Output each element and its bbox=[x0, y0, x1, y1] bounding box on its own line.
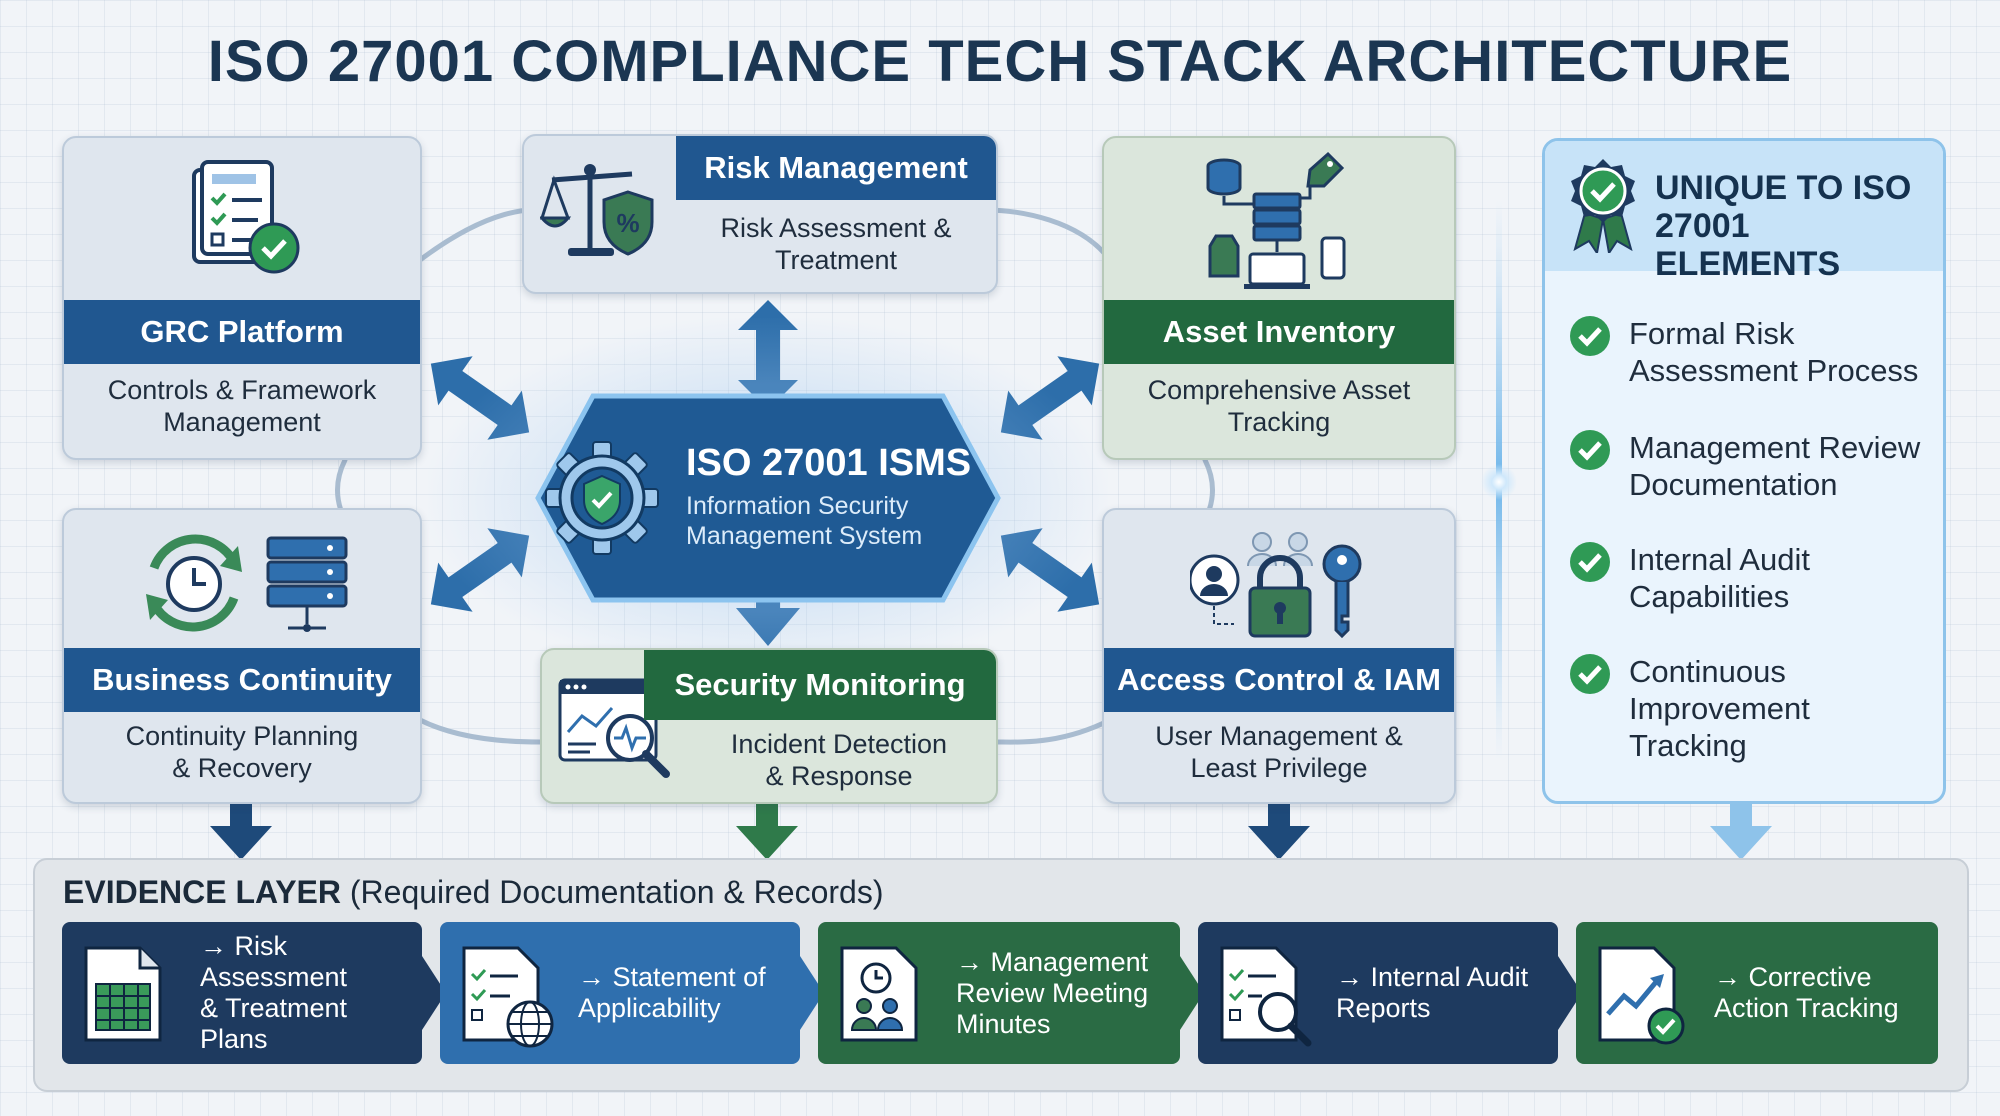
card-desc-line2: Treatment bbox=[774, 245, 898, 275]
risk-management-card[interactable]: % Risk Management Risk Assessment & Trea… bbox=[522, 134, 998, 294]
document-magnifier-icon bbox=[1216, 944, 1316, 1053]
unique-item-line2: Assessment Process bbox=[1629, 353, 1919, 388]
card-desc-line2: & Recovery bbox=[172, 753, 312, 783]
evidence-item-line1: → Statement of bbox=[578, 962, 766, 992]
check-circle-icon bbox=[1570, 654, 1610, 694]
core-title: ISO 27001 ISMS bbox=[686, 442, 972, 484]
scales-shield-icon: % bbox=[538, 152, 662, 279]
evidence-soa[interactable]: → Statement of Applicability bbox=[440, 922, 800, 1064]
evidence-arrows bbox=[210, 800, 1772, 860]
network-devices-icon bbox=[1202, 150, 1352, 295]
check-circle-icon bbox=[1570, 316, 1610, 356]
card-title: Business Continuity bbox=[64, 648, 420, 712]
card-title: Access Control & IAM bbox=[1104, 648, 1454, 712]
unique-item-line1: Continuous bbox=[1629, 654, 1786, 689]
card-desc-line1: Controls & Framework bbox=[107, 375, 377, 405]
card-desc-line2: Tracking bbox=[1227, 407, 1331, 437]
award-ribbon-icon bbox=[1563, 157, 1643, 258]
meeting-clock-document-icon bbox=[836, 944, 922, 1053]
card-desc-line1: User Management & bbox=[1155, 721, 1403, 751]
evidence-item-line3: Minutes bbox=[956, 1008, 1051, 1039]
evidence-item-line1: → Management bbox=[956, 946, 1149, 977]
unique-item-line3: Tracking bbox=[1629, 728, 1747, 763]
card-desc-line1: Risk Assessment & bbox=[720, 213, 952, 243]
unique-item-line1: Internal Audit bbox=[1629, 542, 1810, 577]
evidence-risk-plans[interactable]: → Risk Assessment & Treatment Plans bbox=[62, 922, 422, 1064]
check-circle-icon bbox=[1570, 430, 1610, 470]
card-desc-line2: & Response bbox=[765, 761, 913, 791]
page-title: ISO 27001 COMPLIANCE TECH STACK ARCHITEC… bbox=[207, 29, 1793, 94]
monitor-magnifier-icon bbox=[556, 672, 676, 787]
evidence-label-bold: EVIDENCE LAYER bbox=[63, 874, 341, 910]
card-desc-line2: Management bbox=[163, 407, 321, 437]
unique-title-line2: 27001 ELEMENTS bbox=[1655, 207, 1841, 283]
evidence-item-line1: → Risk Assessment bbox=[200, 931, 348, 992]
evidence-audit-reports[interactable]: → Internal Audit Reports bbox=[1198, 922, 1558, 1064]
evidence-label-rest: (Required Documentation & Records) bbox=[341, 874, 884, 910]
unique-item-line2: Improvement bbox=[1629, 691, 1810, 726]
card-title: Security Monitoring bbox=[644, 650, 996, 720]
arrow-down-secmon bbox=[736, 802, 798, 860]
business-continuity-card[interactable]: Business Continuity Continuity Planning … bbox=[62, 508, 422, 804]
document-globe-icon bbox=[458, 944, 558, 1053]
check-circle-icon bbox=[1570, 542, 1610, 582]
evidence-item-line2: Action Tracking bbox=[1714, 993, 1899, 1023]
unique-item-line2: Capabilities bbox=[1629, 579, 1790, 614]
evidence-item-line2: & Treatment Plans bbox=[200, 993, 348, 1054]
unique-item-line1: Management Review bbox=[1629, 430, 1921, 465]
evidence-item-line2: Reports bbox=[1336, 993, 1431, 1023]
evidence-label: EVIDENCE LAYER (Required Documentation &… bbox=[63, 874, 883, 911]
card-title: Asset Inventory bbox=[1104, 300, 1454, 364]
trend-chart-check-icon bbox=[1594, 944, 1694, 1053]
security-monitoring-card[interactable]: Security Monitoring Incident Detection &… bbox=[540, 648, 998, 804]
card-desc-line2: Least Privilege bbox=[1190, 753, 1368, 783]
svg-text:%: % bbox=[616, 208, 639, 238]
card-desc-line1: Incident Detection bbox=[730, 729, 948, 759]
unique-elements-panel: UNIQUE TO ISO 27001 ELEMENTS Formal Risk… bbox=[1542, 138, 1946, 804]
arrow-down-unique bbox=[1710, 800, 1772, 860]
card-desc-line1: Comprehensive Asset bbox=[1147, 375, 1411, 405]
card-title: Risk Management bbox=[676, 136, 996, 200]
evidence-corrective-action[interactable]: → Corrective Action Tracking bbox=[1576, 922, 1938, 1064]
evidence-item-line1: → Corrective bbox=[1714, 962, 1872, 992]
arrow-down-iam bbox=[1248, 802, 1310, 860]
spreadsheet-icon bbox=[80, 944, 166, 1049]
core-subtitle-line1: Information Security bbox=[686, 492, 909, 520]
evidence-item-line1: → Internal Audit bbox=[1336, 962, 1529, 992]
evidence-item-line2: Applicability bbox=[578, 993, 721, 1023]
hexagon-shape bbox=[535, 393, 1001, 603]
evidence-item-line2: Review Meeting bbox=[956, 977, 1149, 1008]
asset-inventory-card[interactable]: Asset Inventory Comprehensive Asset Trac… bbox=[1102, 136, 1456, 460]
evidence-review-minutes[interactable]: → Management Review Meeting Minutes bbox=[818, 922, 1180, 1064]
divider-spark bbox=[1481, 464, 1517, 500]
checklist-document-icon bbox=[178, 156, 308, 291]
grc-platform-card[interactable]: GRC Platform Controls & Framework Manage… bbox=[62, 136, 422, 460]
ecosystem-loop bbox=[335, 206, 1215, 745]
users-lock-key-icon bbox=[1188, 524, 1370, 645]
clock-cycle-server-icon bbox=[138, 528, 348, 643]
core-subtitle-line2: Management System bbox=[686, 522, 923, 550]
unique-item-line1: Formal Risk bbox=[1629, 316, 1795, 351]
access-control-card[interactable]: Access Control & IAM User Management & L… bbox=[1102, 508, 1456, 804]
card-desc-line1: Continuity Planning bbox=[125, 721, 359, 751]
unique-title-line1: UNIQUE TO ISO bbox=[1655, 169, 1912, 207]
card-title: GRC Platform bbox=[64, 300, 420, 364]
gear-shield-icon bbox=[542, 438, 662, 563]
unique-item-line2: Documentation bbox=[1629, 467, 1838, 502]
unique-panel-header: UNIQUE TO ISO 27001 ELEMENTS bbox=[1545, 141, 1943, 283]
isms-core[interactable]: ISO 27001 ISMS Information Security Mana… bbox=[428, 318, 1108, 678]
arrow-down-bc bbox=[210, 802, 272, 860]
